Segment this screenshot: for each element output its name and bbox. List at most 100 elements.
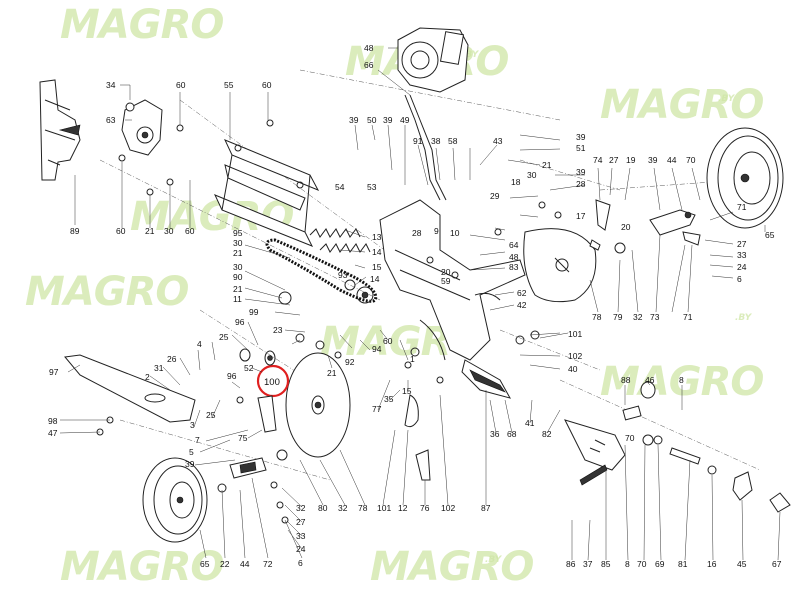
part-callout: 98 (48, 416, 58, 426)
part-callout: 14 (372, 247, 382, 257)
part-callout: 8 (679, 375, 684, 385)
part-callout: 79 (613, 312, 623, 322)
part-callout: 65 (200, 559, 210, 569)
part-callout: 66 (364, 60, 374, 70)
tine-bracket-part (564, 419, 626, 486)
part-callout: 49 (400, 115, 410, 125)
part-callout: 4 (197, 339, 202, 349)
part-callout: 55 (224, 80, 234, 90)
sprocket-part (344, 279, 374, 304)
part-callout: 78 (358, 503, 368, 513)
part-callout: 20 (621, 222, 631, 232)
part-callout: 14 (370, 274, 380, 284)
bracket-74-part (595, 199, 611, 231)
part-callout: 101 (568, 329, 582, 339)
watermarks: MAGRO MAGRO .BY MAGRO .BY MAGRO MAGRO MA… (25, 2, 764, 590)
part-callout: 70 (637, 559, 647, 569)
part-callout: 48 (364, 43, 374, 53)
part-callout: 25 (219, 332, 229, 342)
watermark-suffix: .BY (462, 50, 480, 60)
part-callout: 45 (737, 559, 747, 569)
part-callout: 71 (683, 312, 693, 322)
part-callout: 63 (106, 115, 116, 125)
leader-lines (59, 47, 781, 561)
watermark-logo: MAGRO (60, 2, 223, 48)
watermark-logo: MAGRO (60, 544, 223, 590)
part-callout: 69 (655, 559, 665, 569)
part-callout: 15 (402, 386, 412, 396)
part-callout: 12 (398, 503, 408, 513)
part-callout: 60 (383, 336, 393, 346)
part-callout: 10 (450, 228, 460, 238)
drive-chain-part (265, 238, 378, 303)
part-callout: 81 (678, 559, 688, 569)
part-callout: 91 (413, 136, 423, 146)
springs-part (309, 228, 371, 253)
scraper-blade-part (64, 354, 196, 423)
watermark-logo: MAGRO (370, 544, 533, 590)
part-callout: 102 (568, 351, 582, 361)
part-callout: 24 (737, 262, 747, 272)
watermark-suffix: .BY (718, 94, 736, 104)
part-callout: 39 (383, 115, 393, 125)
highlight-label: 100 (264, 377, 280, 388)
part-callout: 44 (240, 559, 250, 569)
part-callout: 33 (737, 250, 747, 260)
highlight-marker: 100 (256, 364, 290, 398)
part-callout: 50 (367, 115, 377, 125)
part-callout: 73 (650, 312, 660, 322)
part-callout: 40 (568, 364, 578, 374)
part-callout: 74 (593, 155, 603, 165)
part-callout: 27 (296, 517, 306, 527)
part-callout: 22 (220, 559, 230, 569)
highlight-circle (256, 364, 290, 398)
part-callout: 27 (737, 239, 747, 249)
part-callout: 21 (327, 368, 337, 378)
part-callout: 5 (189, 447, 194, 457)
part-callout: 70 (625, 433, 635, 443)
part-callout: 92 (345, 357, 355, 367)
part-callout: 11 (233, 294, 242, 304)
part-callout: 35 (384, 394, 394, 404)
part-callout: 32 (296, 503, 306, 513)
part-callout: 33 (296, 531, 306, 541)
part-callout: 93 (338, 270, 348, 280)
hitch-bracket-part (39, 79, 81, 181)
bracket-62-part (474, 292, 501, 301)
gauge-wheel-lower-part (142, 457, 208, 543)
part-callout: 28 (412, 228, 422, 238)
part-callout: 47 (48, 428, 58, 438)
part-callout: 60 (116, 226, 126, 236)
part-callout: 21 (145, 226, 155, 236)
part-callout: 60 (262, 80, 272, 90)
part-callout: 43 (493, 136, 503, 146)
part-callout: 60 (185, 226, 195, 236)
shoe-part (415, 449, 431, 481)
part-callout: 30 (233, 238, 243, 248)
part-callout: 60 (176, 80, 186, 90)
part-callout: 88 (621, 375, 631, 385)
part-callout: 96 (235, 317, 245, 327)
part-callout: 62 (517, 288, 527, 298)
part-callout: 65 (765, 230, 775, 240)
part-callout: 72 (263, 559, 273, 569)
part-callout: 25 (206, 410, 216, 420)
part-callout: 101 (377, 503, 391, 513)
part-callout: 3 (190, 420, 195, 430)
part-callout: 21 (233, 248, 243, 258)
part-callout: 89 (70, 226, 80, 236)
part-callout: 39 (576, 132, 586, 142)
part-callout: 86 (566, 559, 576, 569)
watermark-suffix: .BY (485, 555, 503, 565)
part-callout: 7 (195, 435, 200, 445)
part-callout: 53 (367, 182, 377, 192)
coulter-disc-part (523, 228, 597, 303)
part-callout: 27 (609, 155, 619, 165)
part-callout: 70 (686, 155, 696, 165)
part-callout: 42 (517, 300, 527, 310)
part-callout: 8 (625, 559, 630, 569)
part-callout: 54 (335, 182, 345, 192)
part-callout: 16 (707, 559, 717, 569)
